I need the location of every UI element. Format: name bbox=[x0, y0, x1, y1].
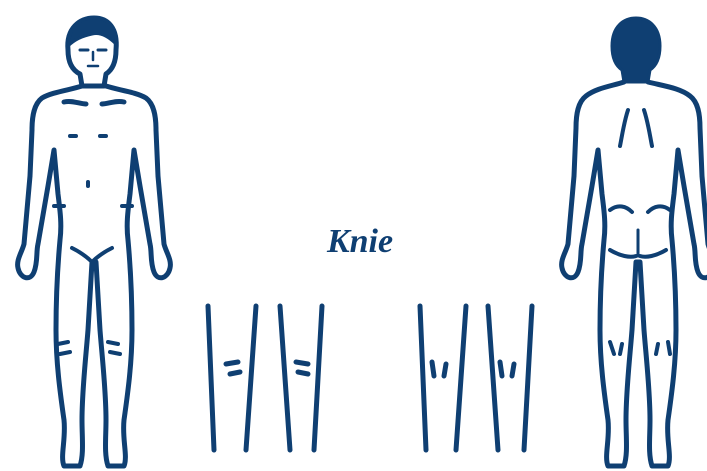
knee-back-line-2 bbox=[456, 306, 466, 450]
knee-back-line-3 bbox=[488, 306, 498, 450]
knee-back-line-4 bbox=[524, 306, 532, 450]
knee-back-mark-right bbox=[500, 362, 514, 376]
knee-back-line-1 bbox=[420, 306, 426, 450]
diagram-title: Knie bbox=[300, 222, 420, 262]
knee-back-mark-left bbox=[432, 362, 446, 376]
